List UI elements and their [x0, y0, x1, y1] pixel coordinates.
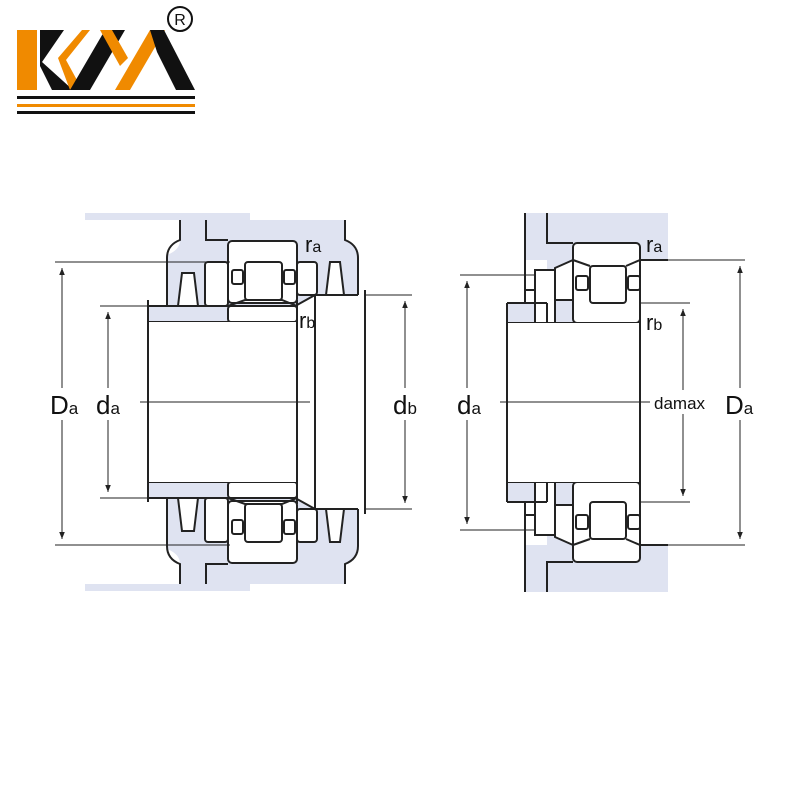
left-bearing-diagram: Da da db ra rb: [48, 212, 422, 592]
label-ra: ra: [305, 232, 321, 257]
label-da: da: [457, 390, 481, 420]
right-bearing-diagram: da damax Da ra rb: [455, 212, 758, 593]
svg-text:R: R: [174, 12, 186, 29]
label-rb: rb: [646, 310, 662, 335]
label-damax: damax: [654, 394, 706, 413]
label-da: da: [96, 390, 120, 420]
label-db: db: [393, 390, 417, 420]
kyx-logo: R: [17, 6, 195, 114]
label-Da: Da: [50, 390, 79, 420]
label-Da: Da: [725, 390, 754, 420]
registered-mark-icon: [167, 6, 193, 32]
label-rb: rb: [299, 308, 315, 333]
label-ra: ra: [646, 232, 662, 257]
